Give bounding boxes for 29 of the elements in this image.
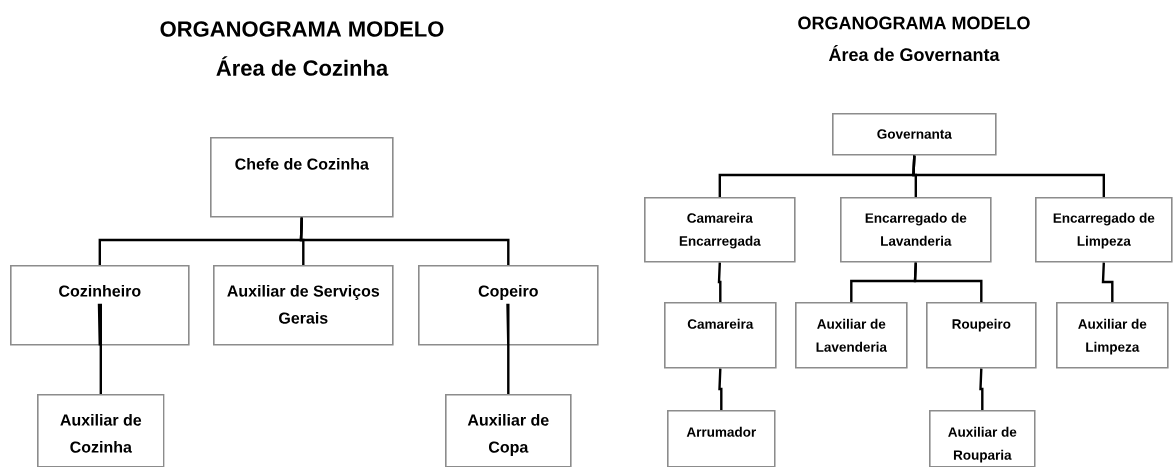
connector-line xyxy=(979,368,984,410)
position-box: Copeiro xyxy=(418,265,599,346)
position-box: Chefe de Cozinha xyxy=(210,137,394,218)
connector-line xyxy=(718,368,723,410)
connector-line xyxy=(506,303,510,394)
heading: Área de Governanta xyxy=(828,44,1000,62)
position-box: Encarregado de Lavanderia xyxy=(840,197,992,263)
position-box: Auxiliar de Cozinha xyxy=(37,394,165,467)
heading: ORGANOGRAMA MODELO xyxy=(798,16,1030,30)
position-box: Encarregado de Limpeza xyxy=(1035,197,1173,263)
position-box: Governanta xyxy=(832,113,997,156)
position-box: Camareira Encarregada xyxy=(644,197,796,263)
position-box: Arrumador xyxy=(667,410,776,467)
position-box: Camareira xyxy=(664,302,777,369)
connector-line xyxy=(1101,262,1114,302)
connector-line xyxy=(717,262,722,302)
position-box: Auxiliar de Lavenderia xyxy=(795,302,908,369)
position-box: Auxiliar de Rouparia xyxy=(929,410,1036,467)
position-box: Roupeiro xyxy=(926,302,1037,369)
heading: ORGANOGRAMA MODELO xyxy=(160,21,444,37)
position-box: Auxiliar de Serviços Gerais xyxy=(213,265,394,346)
connector-line xyxy=(912,155,1105,197)
connector-line xyxy=(97,303,102,394)
position-box: Cozinheiro xyxy=(10,265,190,346)
connector-line xyxy=(299,217,510,265)
heading: Área de Cozinha xyxy=(216,56,389,76)
position-box: Auxiliar de Copa xyxy=(445,394,572,467)
connector-line xyxy=(913,262,983,302)
position-box: Auxiliar de Limpeza xyxy=(1056,302,1169,369)
